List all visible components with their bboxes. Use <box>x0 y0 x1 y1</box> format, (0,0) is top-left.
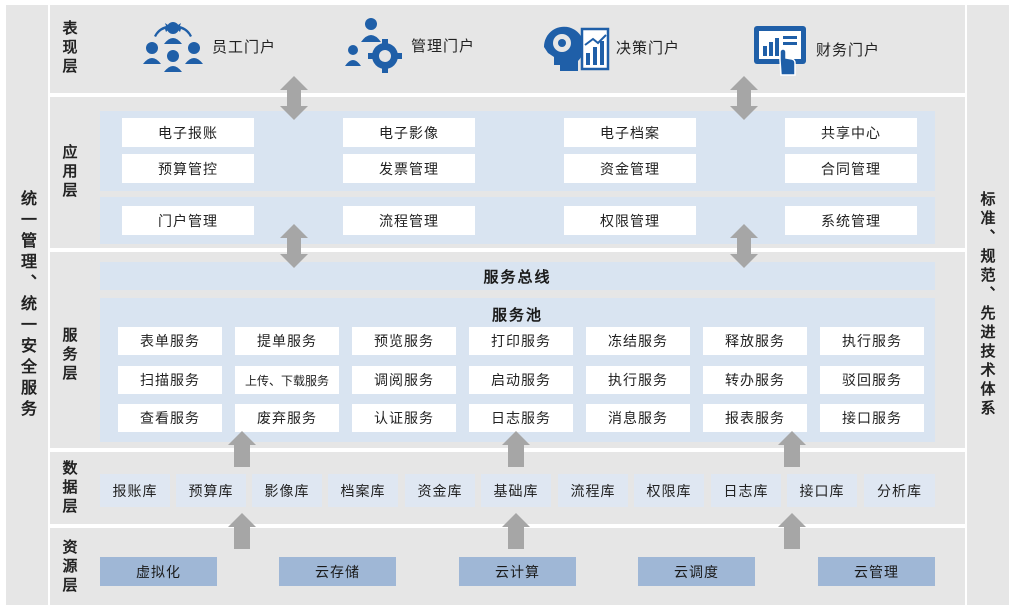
app-box[interactable]: 流程管理 <box>343 206 475 235</box>
service-box[interactable]: 日志服务 <box>469 404 573 432</box>
portal-decision-label: 决策门户 <box>616 38 681 57</box>
double-arrow-icon <box>730 76 758 120</box>
data-lib-box[interactable]: 分析库 <box>864 474 935 507</box>
app-box[interactable]: 权限管理 <box>564 206 696 235</box>
data-lib-box[interactable]: 流程库 <box>558 474 628 507</box>
service-box[interactable]: 表单服务 <box>118 327 222 355</box>
layer-label-presentation: 表现层 <box>60 19 79 77</box>
data-lib-box[interactable]: 日志库 <box>711 474 781 507</box>
portal-employee[interactable]: 员工门户 <box>140 18 276 74</box>
service-box[interactable]: 废弃服务 <box>235 404 339 432</box>
resource-box[interactable]: 虚拟化 <box>100 557 217 586</box>
right-side-label: 标准、规范、先进技术体系 <box>978 191 997 419</box>
data-lib-box[interactable]: 接口库 <box>787 474 857 507</box>
portal-management[interactable]: 管理门户 <box>345 16 475 74</box>
data-lib-box[interactable]: 报账库 <box>100 474 170 507</box>
double-arrow-icon <box>280 224 308 268</box>
portal-finance[interactable]: 财务门户 <box>752 20 880 78</box>
up-arrow-icon <box>228 513 256 549</box>
up-arrow-icon <box>778 513 806 549</box>
data-lib-box[interactable]: 影像库 <box>252 474 322 507</box>
service-box[interactable]: 报表服务 <box>703 404 807 432</box>
data-lib-box[interactable]: 权限库 <box>634 474 704 507</box>
service-box[interactable]: 调阅服务 <box>352 366 456 394</box>
data-lib-box[interactable]: 预算库 <box>176 474 246 507</box>
app-box[interactable]: 门户管理 <box>122 206 254 235</box>
service-box[interactable]: 查看服务 <box>118 404 222 432</box>
app-box[interactable]: 电子影像 <box>343 118 475 147</box>
layer-label-resource: 资源层 <box>60 538 79 596</box>
service-box[interactable]: 上传、下载服务 <box>235 366 339 394</box>
service-box[interactable]: 接口服务 <box>820 404 924 432</box>
service-box[interactable]: 转办服务 <box>703 366 807 394</box>
up-arrow-icon <box>228 431 256 467</box>
service-box[interactable]: 提单服务 <box>235 327 339 355</box>
right-side-panel: 标准、规范、先进技术体系 <box>967 5 1009 605</box>
double-arrow-icon <box>730 224 758 268</box>
service-bus[interactable]: 服务总线 <box>100 262 935 290</box>
service-pool-title: 服务池 <box>491 306 543 324</box>
service-box[interactable]: 冻结服务 <box>586 327 690 355</box>
app-box[interactable]: 电子报账 <box>122 118 254 147</box>
layer-label-application: 应用层 <box>60 143 79 201</box>
manager-gear-icon <box>345 18 402 73</box>
resource-box[interactable]: 云调度 <box>638 557 755 586</box>
service-box[interactable]: 打印服务 <box>469 327 573 355</box>
app-box[interactable]: 合同管理 <box>785 154 917 183</box>
data-lib-box[interactable]: 基础库 <box>481 474 551 507</box>
resource-box[interactable]: 云存储 <box>279 557 396 586</box>
app-box[interactable]: 共享中心 <box>785 118 917 147</box>
service-box[interactable]: 释放服务 <box>703 327 807 355</box>
left-side-label: 统一管理、统一安全服务 <box>18 189 37 421</box>
portal-management-label: 管理门户 <box>411 36 476 55</box>
portal-finance-label: 财务门户 <box>816 40 881 59</box>
employee-group-icon <box>143 22 203 72</box>
resource-box[interactable]: 云计算 <box>459 557 576 586</box>
data-lib-box[interactable]: 资金库 <box>405 474 475 507</box>
app-box[interactable]: 电子档案 <box>564 118 696 147</box>
resource-box[interactable]: 云管理 <box>818 557 935 586</box>
left-side-panel: 统一管理、统一安全服务 <box>6 5 48 605</box>
app-box[interactable]: 资金管理 <box>564 154 696 183</box>
app-box[interactable]: 发票管理 <box>343 154 475 183</box>
service-box[interactable]: 认证服务 <box>352 404 456 432</box>
up-arrow-icon <box>502 431 530 467</box>
finance-tablet-icon <box>754 26 806 76</box>
layer-label-data: 数据层 <box>60 459 79 517</box>
service-box[interactable]: 执行服务 <box>586 366 690 394</box>
layer-label-service: 服务层 <box>60 326 79 384</box>
decision-head-chart-icon <box>543 26 610 71</box>
service-box[interactable]: 启动服务 <box>469 366 573 394</box>
service-box[interactable]: 执行服务 <box>820 327 924 355</box>
presentation-layer <box>50 5 965 93</box>
data-lib-box[interactable]: 档案库 <box>328 474 398 507</box>
portal-employee-label: 员工门户 <box>212 37 277 56</box>
service-box[interactable]: 预览服务 <box>352 327 456 355</box>
double-arrow-icon <box>280 76 308 120</box>
up-arrow-icon <box>502 513 530 549</box>
up-arrow-icon <box>778 431 806 467</box>
service-box[interactable]: 扫描服务 <box>118 366 222 394</box>
service-box[interactable]: 消息服务 <box>586 404 690 432</box>
app-box[interactable]: 系统管理 <box>785 206 917 235</box>
portal-decision[interactable]: 决策门户 <box>540 20 680 74</box>
app-box[interactable]: 预算管控 <box>122 154 254 183</box>
service-box[interactable]: 驳回服务 <box>820 366 924 394</box>
